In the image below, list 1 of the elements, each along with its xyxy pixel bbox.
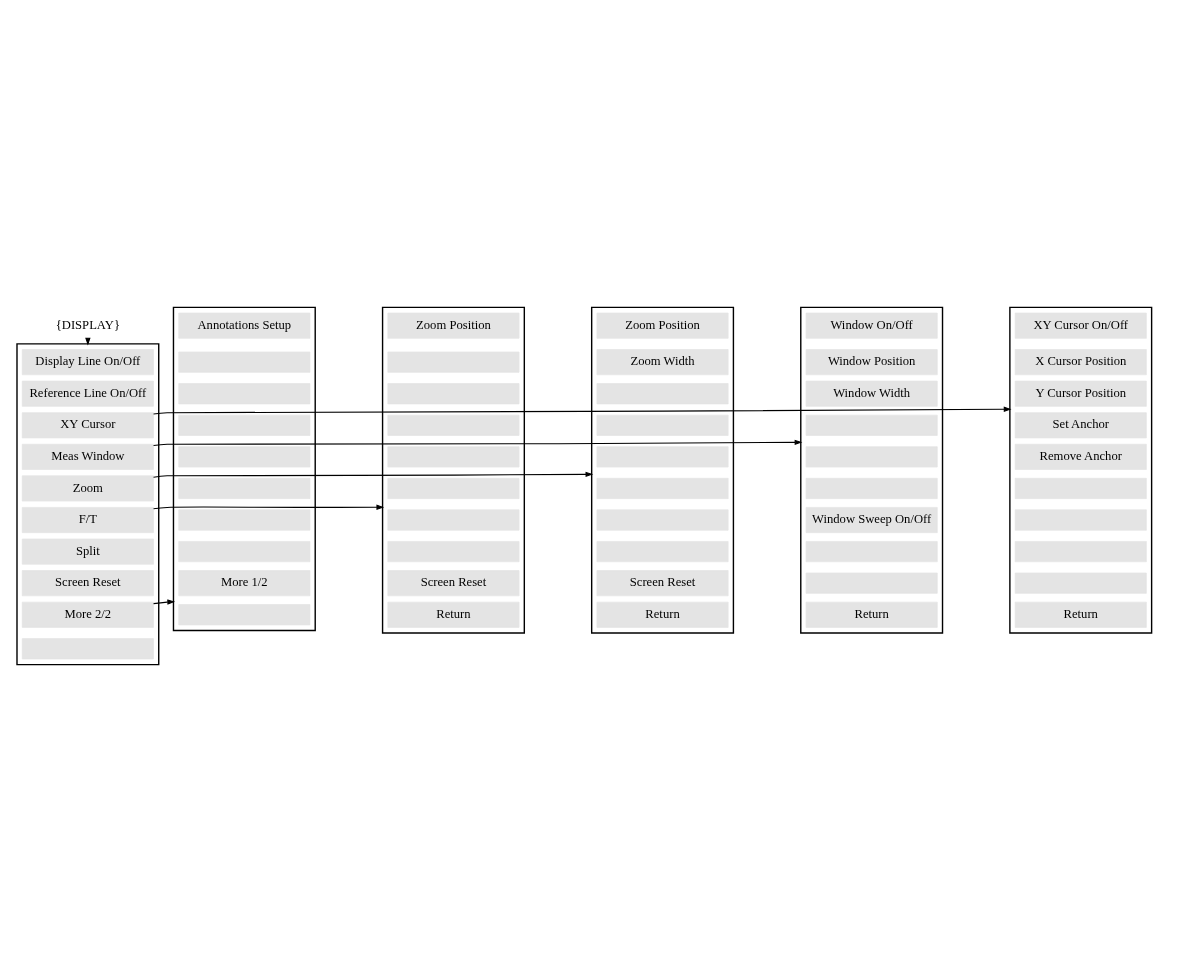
node-text: {DISPLAY} [55, 317, 121, 332]
